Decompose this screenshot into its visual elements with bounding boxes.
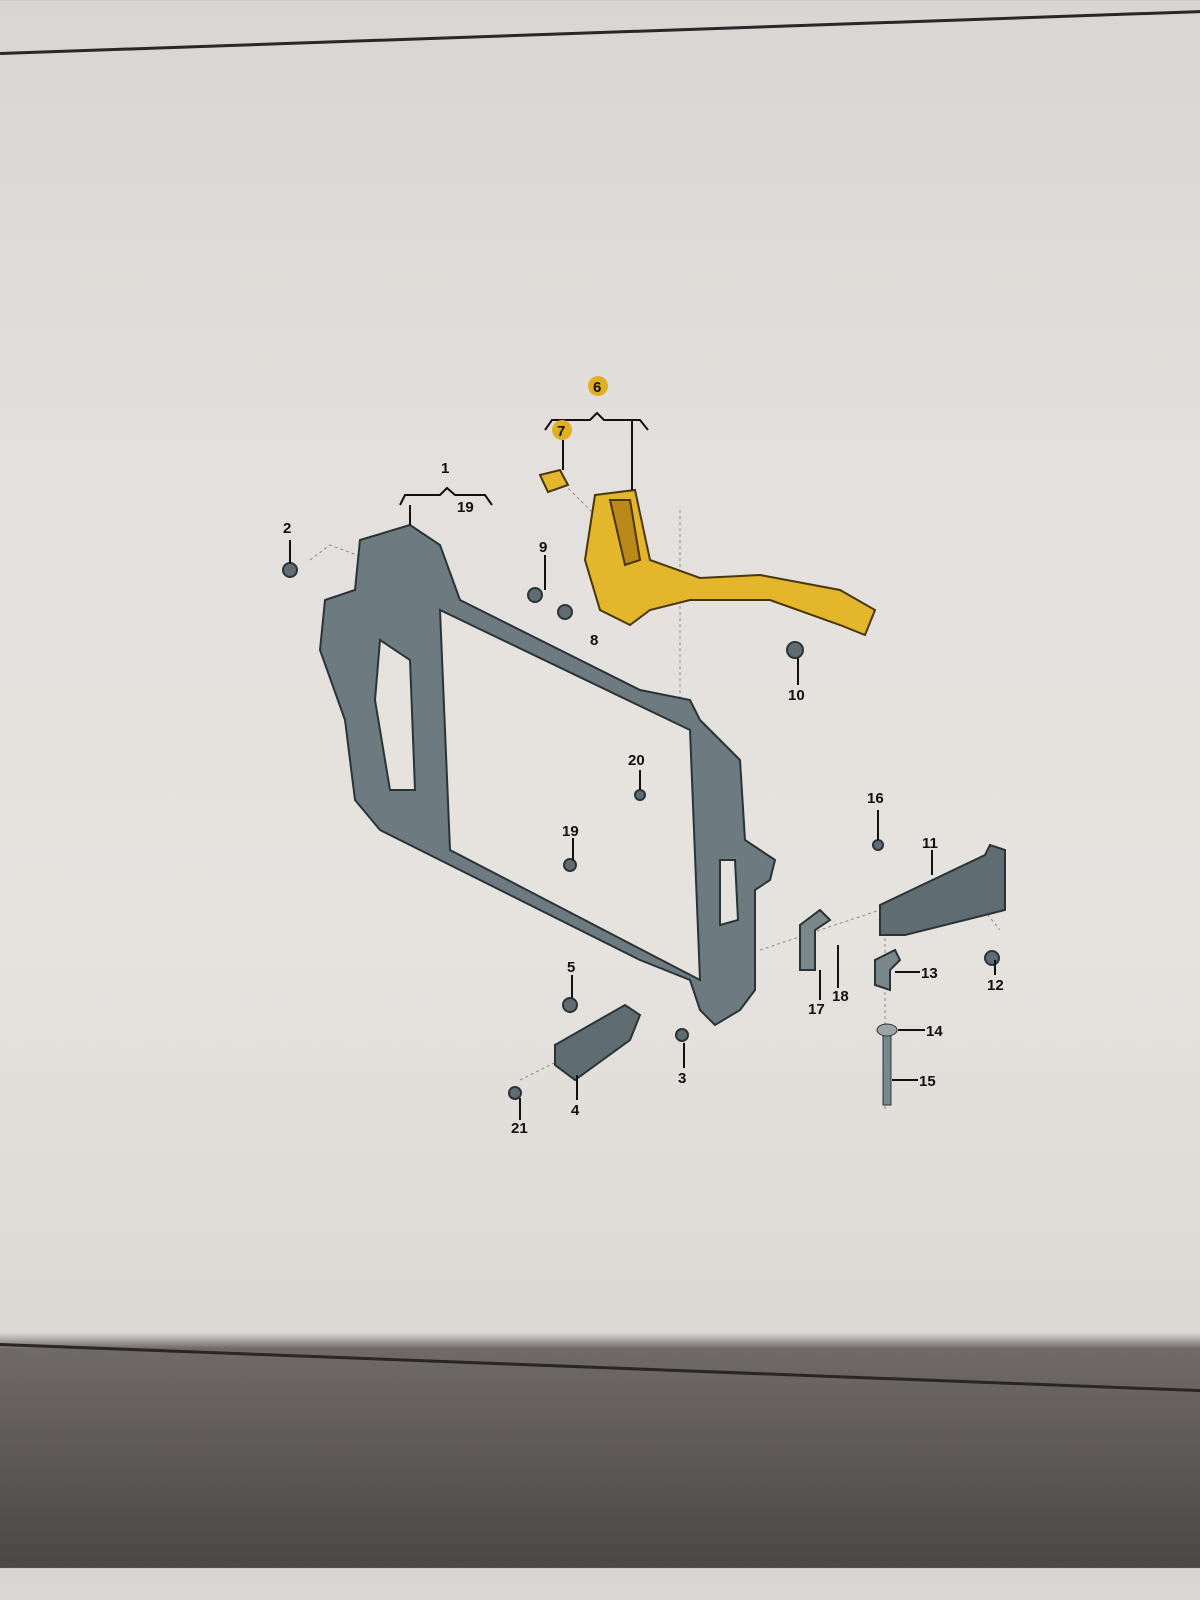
- callout-20: 20: [628, 752, 645, 769]
- callout-17: 17: [808, 1001, 825, 1018]
- callout-9: 9: [539, 539, 547, 556]
- callout-21: 21: [511, 1120, 528, 1137]
- callout-6-badge: [588, 376, 608, 396]
- parts-diagram: 1 19 2 3 4 5 6 7 8 9 10 11 12 13 14 15 1…: [282, 376, 1006, 1137]
- callout-2: 2: [283, 520, 291, 537]
- washer-14: [876, 1023, 898, 1037]
- crossmember-11: [879, 843, 1006, 936]
- screws: [282, 562, 1000, 1100]
- leader-lines: [289, 411, 996, 1120]
- callout-8: 8: [590, 632, 598, 649]
- bracket-4: [554, 1003, 642, 1082]
- bracket-17: [799, 908, 832, 971]
- callout-15: 15: [919, 1073, 936, 1090]
- callout-19-top: 19: [457, 499, 474, 516]
- callout-5: 5: [567, 959, 575, 976]
- highlighted-bracket-6: [583, 488, 877, 637]
- callout-7-badge: [552, 420, 572, 440]
- callout-13: 13: [921, 965, 938, 982]
- bracket-13: [874, 948, 902, 992]
- callout-14: 14: [926, 1023, 943, 1040]
- bolt-15: [882, 1034, 892, 1106]
- callout-1: 1: [441, 460, 449, 477]
- callout-19: 19: [562, 823, 579, 840]
- monitor-top-edge: [0, 6, 1200, 55]
- callout-18: 18: [832, 988, 849, 1005]
- callout-10: 10: [788, 687, 805, 704]
- parts-diagram-screen: 1 19 2 3 4 5 6 7 8 9 10 11 12 13 14 15 1…: [0, 55, 1176, 1355]
- callout-3: 3: [678, 1070, 686, 1087]
- callout-labels: 1 19 2 3 4 5 6 7 8 9 10 11 12 13 14 15 1…: [283, 376, 1004, 1137]
- callout-4: 4: [571, 1102, 580, 1119]
- callout-7: 7: [557, 423, 565, 440]
- callout-11: 11: [922, 835, 938, 852]
- callout-16: 16: [867, 790, 884, 807]
- highlighted-clip-7: [538, 468, 570, 494]
- callout-12: 12: [987, 977, 1004, 994]
- callout-6: 6: [593, 379, 601, 396]
- radiator-support-frame: [318, 523, 777, 1027]
